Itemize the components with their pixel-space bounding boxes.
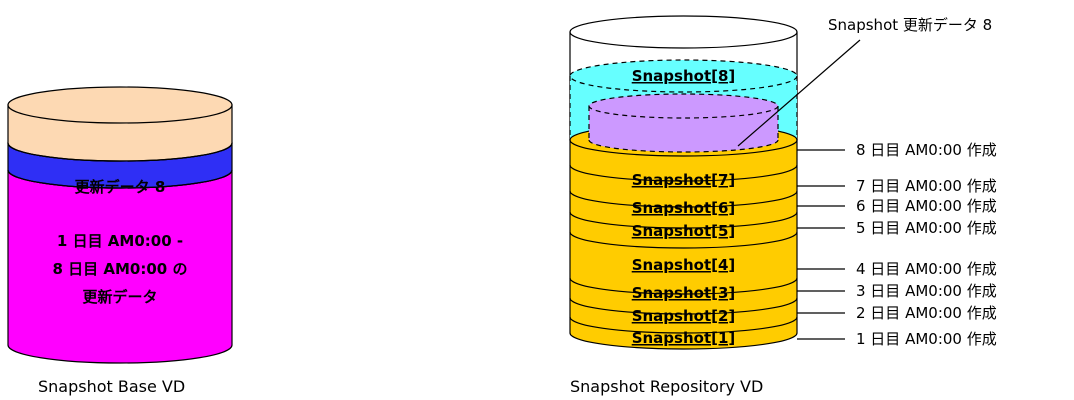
active-snapshot-label: Snapshot[8] bbox=[632, 67, 736, 85]
update-data-cylinder bbox=[588, 93, 779, 153]
update-data-label: Snapshot 更新データ 8 bbox=[828, 16, 992, 34]
slab-divider bbox=[569, 277, 798, 295]
snapshot-stack: Snapshot[7] Snapshot[6] Snapshot[5] Snapsho… bbox=[569, 123, 798, 350]
creation-label: 1 日目 AM0:00 作成 bbox=[856, 330, 997, 348]
snapshot-label: Snapshot[2] bbox=[632, 307, 736, 325]
snapshot-stack-body bbox=[569, 139, 798, 350]
base-vd-cylinder bbox=[7, 86, 233, 364]
slab-divider bbox=[569, 190, 798, 208]
creation-label: 5 日目 AM0:00 作成 bbox=[856, 219, 997, 237]
creation-label: 6 日目 AM0:00 作成 bbox=[856, 197, 997, 215]
snapshot-label: Snapshot[5] bbox=[632, 222, 736, 240]
base-body-line-3: 更新データ bbox=[82, 288, 157, 306]
repo-vd-top bbox=[569, 15, 798, 49]
creation-label: 4 日目 AM0:00 作成 bbox=[856, 260, 997, 278]
base-body-line-1: 1 日目 AM0:00 - bbox=[57, 232, 183, 250]
slab-divider bbox=[569, 316, 798, 334]
snapshot-label: Snapshot[3] bbox=[632, 284, 736, 302]
creation-label: 7 日目 AM0:00 作成 bbox=[856, 177, 997, 195]
slab-divider bbox=[569, 164, 798, 182]
snapshot-label: Snapshot[7] bbox=[632, 171, 736, 189]
repo-vd-caption: Snapshot Repository VD bbox=[570, 377, 763, 396]
base-vd-top bbox=[7, 86, 233, 124]
base-band-label: 更新データ 8 bbox=[75, 178, 166, 196]
creation-label: 8 日目 AM0:00 作成 bbox=[856, 141, 997, 159]
base-body-line-2: 8 日目 AM0:00 の bbox=[53, 260, 188, 278]
update-leader-line bbox=[737, 39, 861, 147]
creation-label: 3 日目 AM0:00 作成 bbox=[856, 282, 997, 300]
slab-divider bbox=[569, 231, 798, 249]
creation-labels: 8 日目 AM0:00 作成 7 日目 AM0:00 作成 6 日目 AM0:00 … bbox=[797, 141, 997, 348]
snapshot-label: Snapshot[4] bbox=[632, 256, 736, 274]
slab-divider bbox=[569, 211, 798, 229]
slab-divider bbox=[569, 297, 798, 315]
base-vd-caption: Snapshot Base VD bbox=[38, 377, 185, 396]
snapshot-label: Snapshot[6] bbox=[632, 199, 736, 217]
snapshot-label: Snapshot[1] bbox=[632, 329, 736, 347]
creation-label: 2 日目 AM0:00 作成 bbox=[856, 304, 997, 322]
